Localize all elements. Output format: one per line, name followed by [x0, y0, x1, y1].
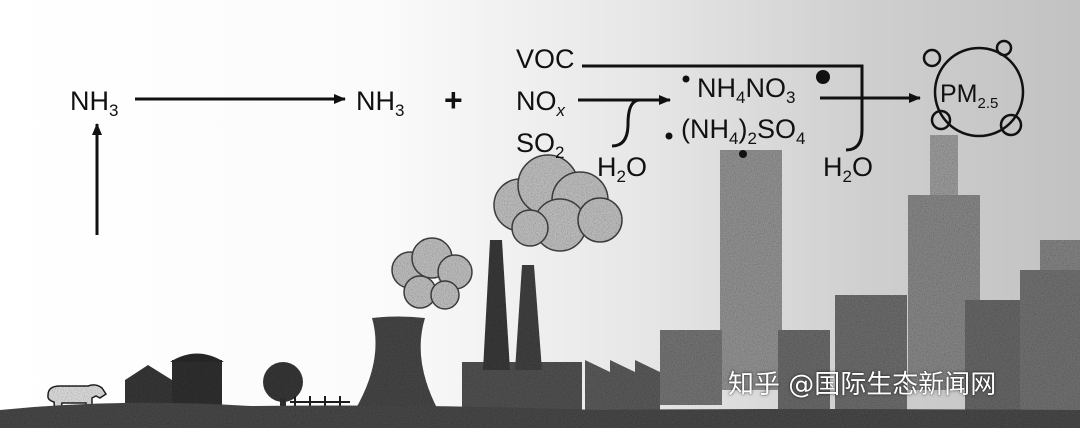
barn	[172, 360, 222, 405]
smokestack-left	[483, 240, 510, 370]
dot	[816, 70, 830, 84]
factory-roof	[585, 360, 660, 410]
building-d	[965, 300, 1025, 410]
nh42so4-label: (NH4)2SO4	[681, 114, 806, 148]
particle-dots	[665, 70, 830, 158]
tree	[263, 362, 303, 402]
reaction-arrows	[92, 64, 921, 235]
dot	[665, 132, 673, 140]
cooling-tower	[355, 316, 438, 410]
pm25-label: PM2.5	[940, 80, 999, 112]
fence	[290, 396, 350, 410]
barn-roof	[170, 353, 224, 362]
watermark: 知乎 @国际生态新闻网	[728, 370, 997, 400]
dot	[739, 150, 747, 158]
droplet-icon	[995, 39, 1013, 57]
building-c	[835, 295, 907, 410]
nox-label: NOx	[516, 86, 565, 120]
plus-sign: +	[444, 82, 463, 118]
pm25-circle	[933, 46, 1025, 138]
skyline	[0, 135, 1080, 428]
far-tower-1	[720, 150, 782, 390]
voc-bracket-line	[582, 64, 864, 152]
smoke-plume	[391, 154, 623, 310]
nh4no3-label: NH4NO3	[697, 73, 796, 107]
droplet-icon	[999, 113, 1023, 137]
dot	[682, 75, 690, 83]
h2o-output-label: H2O	[823, 152, 873, 186]
voc-label: VOC	[516, 44, 575, 74]
droplet-icon	[930, 109, 952, 131]
pm25-particle	[922, 39, 1025, 138]
h2o-in-curve	[611, 98, 641, 148]
building-a	[660, 330, 722, 405]
building-e	[1020, 270, 1080, 410]
tree-trunk	[280, 398, 286, 410]
smokestack-right	[515, 265, 542, 370]
ground	[0, 402, 1080, 428]
farm-house	[125, 365, 172, 405]
nh3-label: NH3	[356, 86, 405, 120]
nh3-source-label: NH3	[70, 86, 119, 120]
building-b	[778, 330, 830, 410]
so2-label: SO2	[516, 128, 565, 162]
droplet-icon	[922, 48, 942, 68]
h2o-input-label: H2O	[597, 152, 647, 186]
